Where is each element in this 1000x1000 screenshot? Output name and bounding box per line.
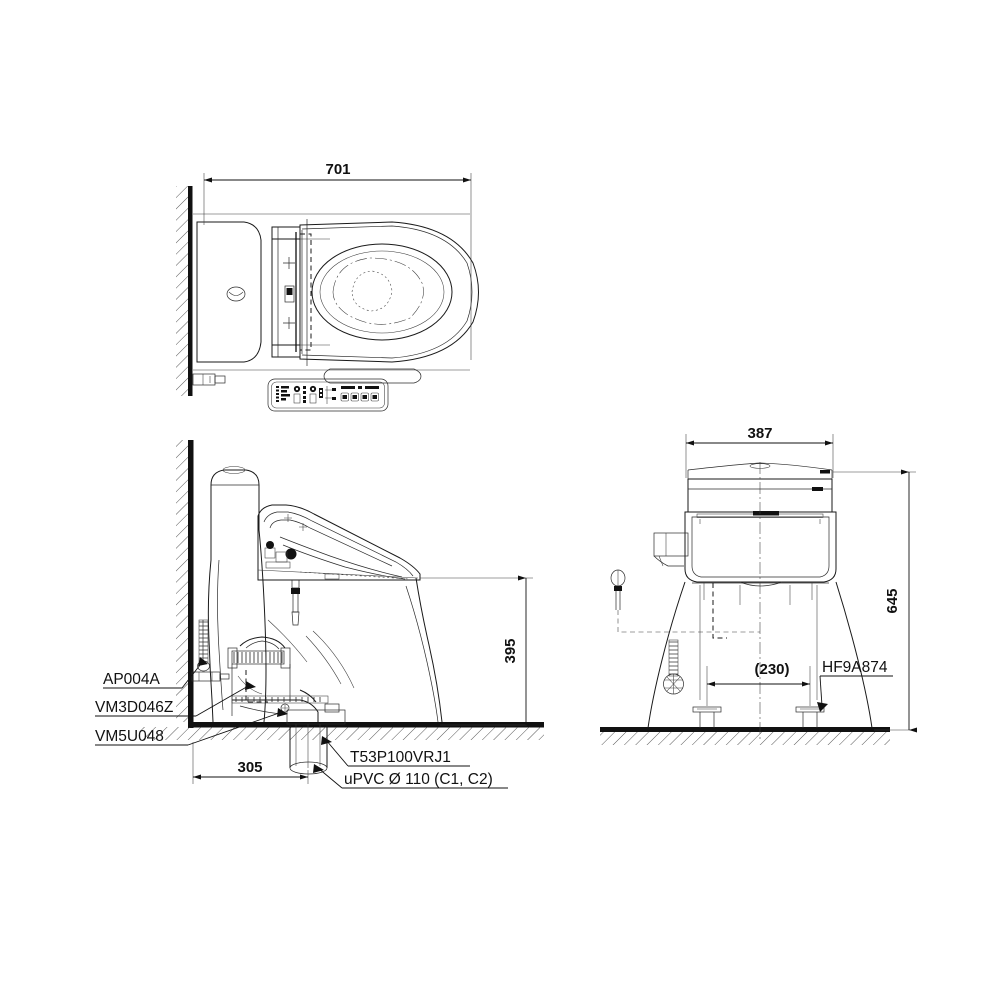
floor-front <box>600 727 890 745</box>
callout-upvc: uPVC Ø 110 (C1, C2) <box>313 764 508 789</box>
remote-button-row <box>340 386 379 402</box>
callout-ap004a-label: AP004A <box>103 671 161 688</box>
water-inlet-front <box>653 532 689 567</box>
drain-hose-side <box>291 580 300 626</box>
callout-vm3d046z: VM3D046Z <box>95 681 256 717</box>
seat-lid-plan <box>299 221 479 363</box>
mounting-feet-front <box>692 585 825 728</box>
wall-hatch-top <box>176 186 193 396</box>
cistern-plan <box>196 221 262 363</box>
water-inlet-plan <box>192 373 226 386</box>
dimension-645-label: 645 <box>884 588 901 613</box>
wall-hatch-side <box>176 440 194 728</box>
callout-vm5u048: VM5U048 <box>95 708 288 746</box>
floor-side <box>140 722 544 740</box>
side-section-view: AP004A VM3D046Z VM5U048 T53P100VRJ1 <box>95 440 544 789</box>
remote-left-icons <box>276 386 290 402</box>
floor-bolt-front <box>663 639 684 695</box>
washlet-unit-plan <box>271 226 312 358</box>
callout-hf9a874: HF9A874 <box>817 659 893 712</box>
dimension-387-label: 387 <box>747 425 772 442</box>
cistern-side <box>210 466 260 560</box>
callout-t53p100vrj1-label: T53P100VRJ1 <box>350 749 451 766</box>
bowl-rim-plan <box>311 243 453 341</box>
ap004a-fitting <box>191 619 230 682</box>
water-surface-plan <box>332 257 424 325</box>
callout-ap004a: AP004A <box>103 657 208 689</box>
lid-bumper-plan <box>323 368 422 384</box>
dimension-387: 387 <box>685 425 834 478</box>
dimension-230: (230) <box>706 661 811 706</box>
seat-screw-marks <box>284 514 307 531</box>
dimension-701: 701 <box>203 161 472 360</box>
mounting-marks-plan <box>283 257 295 329</box>
remote-control-panel[interactable] <box>267 378 389 412</box>
washlet-seat-front <box>684 511 837 583</box>
dimension-395: 395 <box>420 575 535 728</box>
dimension-645: 645 <box>833 469 918 733</box>
dimension-395-label: 395 <box>502 638 519 663</box>
top-plan-view: 701 <box>176 161 479 412</box>
pedestal-front <box>647 581 873 729</box>
toilet-body-side <box>207 529 443 723</box>
callout-vm5u048-label: VM5U048 <box>95 728 164 745</box>
upvc-pipe-outlet <box>286 709 346 775</box>
dimension-230-label: (230) <box>754 661 789 678</box>
angle-stop-valve <box>610 569 760 633</box>
flush-valve-assembly <box>227 636 340 722</box>
front-elevation-view: 387 645 (230) HF9A874 <box>600 425 918 745</box>
callout-vm3d046z-label: VM3D046Z <box>95 699 173 716</box>
washlet-seat-side <box>257 504 421 626</box>
callout-upvc-label: uPVC Ø 110 (C1, C2) <box>344 771 493 788</box>
dimension-305-label: 305 <box>237 759 262 776</box>
callout-t53p100vrj1: T53P100VRJ1 <box>321 736 470 767</box>
dimension-701-label: 701 <box>325 161 350 178</box>
callout-hf9a874-label: HF9A874 <box>822 659 888 676</box>
remote-center-controls <box>293 385 336 404</box>
dimension-305: 305 <box>192 742 309 784</box>
